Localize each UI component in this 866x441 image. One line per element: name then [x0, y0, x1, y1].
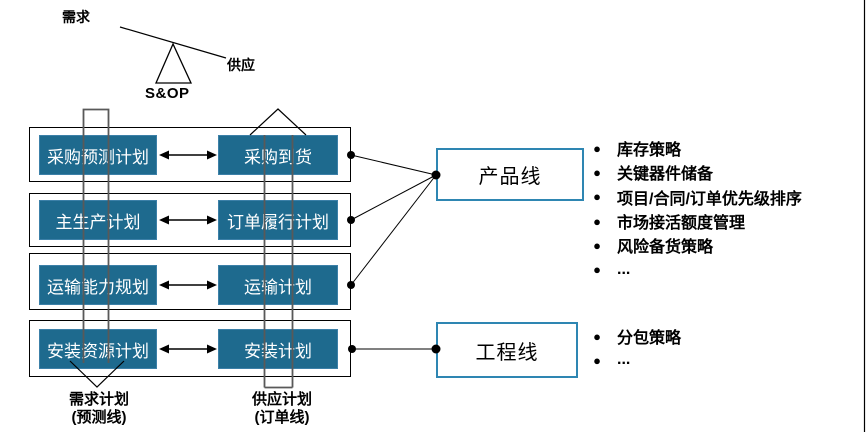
bullet-text: 风险备货策略 — [617, 239, 714, 257]
bullet-item: ●... — [592, 348, 681, 372]
bullet-item: ● 风险备货策略 — [592, 233, 802, 257]
box-master-production-plan: 主生产计划 — [39, 200, 157, 240]
product-line-connectors — [350, 154, 437, 286]
bullet-icon: ● — [593, 164, 601, 180]
bullet-icon: ● — [593, 213, 601, 229]
bullet-icon: ● — [593, 262, 601, 278]
box-installation-resource-plan: 安装资源计划 — [39, 329, 157, 369]
sop-label: S&OP — [145, 85, 190, 102]
engineering-line-label: 工程线 — [475, 341, 539, 364]
engineering-line-box: 工程线 — [436, 322, 578, 378]
bullet-icon: ● — [593, 352, 601, 368]
bullet-text: 项目/合同/订单优先级排序 — [617, 190, 802, 208]
bullet-text: ... — [617, 351, 631, 369]
product-line-box: 产品线 — [436, 148, 584, 201]
box-order-fulfillment-plan: 订单履行计划 — [218, 200, 338, 240]
bullet-item: ●... — [592, 257, 802, 281]
bullet-icon: ● — [593, 237, 601, 253]
legend-title: 需求计划 — [68, 391, 129, 408]
box-installation-plan: 安装计划 — [218, 329, 338, 369]
legend-subtitle: (预测线) — [71, 409, 127, 426]
box-transport-plan: 运输计划 — [218, 265, 338, 305]
link-dots — [347, 151, 441, 354]
bullet-item: ● 关键器件储备 — [592, 160, 802, 184]
supply-plan-legend: 供应计划 (订单线) — [230, 391, 334, 427]
bullet-item: ● 项目/合同/订单优先级排序 — [592, 185, 802, 209]
bullet-text: 关键器件储备 — [617, 166, 714, 184]
bullet-text: 分包策略 — [617, 330, 682, 348]
balance-fulcrum-icon — [155, 42, 193, 84]
box-transport-capacity-plan: 运输能力规划 — [39, 265, 157, 305]
bullet-item: ● 市场接活额度管理 — [592, 209, 802, 233]
bullet-icon: ● — [593, 328, 601, 344]
product-line-label: 产品线 — [478, 166, 542, 188]
legend-subtitle: (订单线) — [254, 409, 310, 426]
demand-plan-legend: 需求计划 (预测线) — [47, 391, 151, 427]
bullet-item: ● 分包策略 — [592, 324, 681, 348]
bullet-icon: ● — [593, 189, 601, 205]
box-purchase-forecast-plan: 采购预测计划 — [39, 135, 157, 175]
product-line-bullets: ● 库存策略 ● 关键器件储备 ● 项目/合同/订单优先级排序 ● 市场接活额度管理 ●… — [592, 136, 802, 282]
legend-title: 供应计划 — [251, 391, 312, 408]
supply-label: 供应 — [227, 57, 255, 73]
bullet-text: 库存策略 — [617, 142, 682, 160]
bullet-item: ● 库存策略 — [592, 136, 802, 160]
demand-label: 需求 — [62, 9, 90, 25]
bullet-text: 市场接活额度管理 — [617, 215, 746, 233]
bullet-text: ... — [617, 260, 631, 278]
balance-beam-line — [119, 26, 227, 59]
box-purchase-arrival: 采购到货 — [218, 135, 338, 175]
engineering-line-bullets: ● 分包策略 ●... — [592, 324, 681, 373]
bullet-icon: ● — [593, 140, 601, 156]
